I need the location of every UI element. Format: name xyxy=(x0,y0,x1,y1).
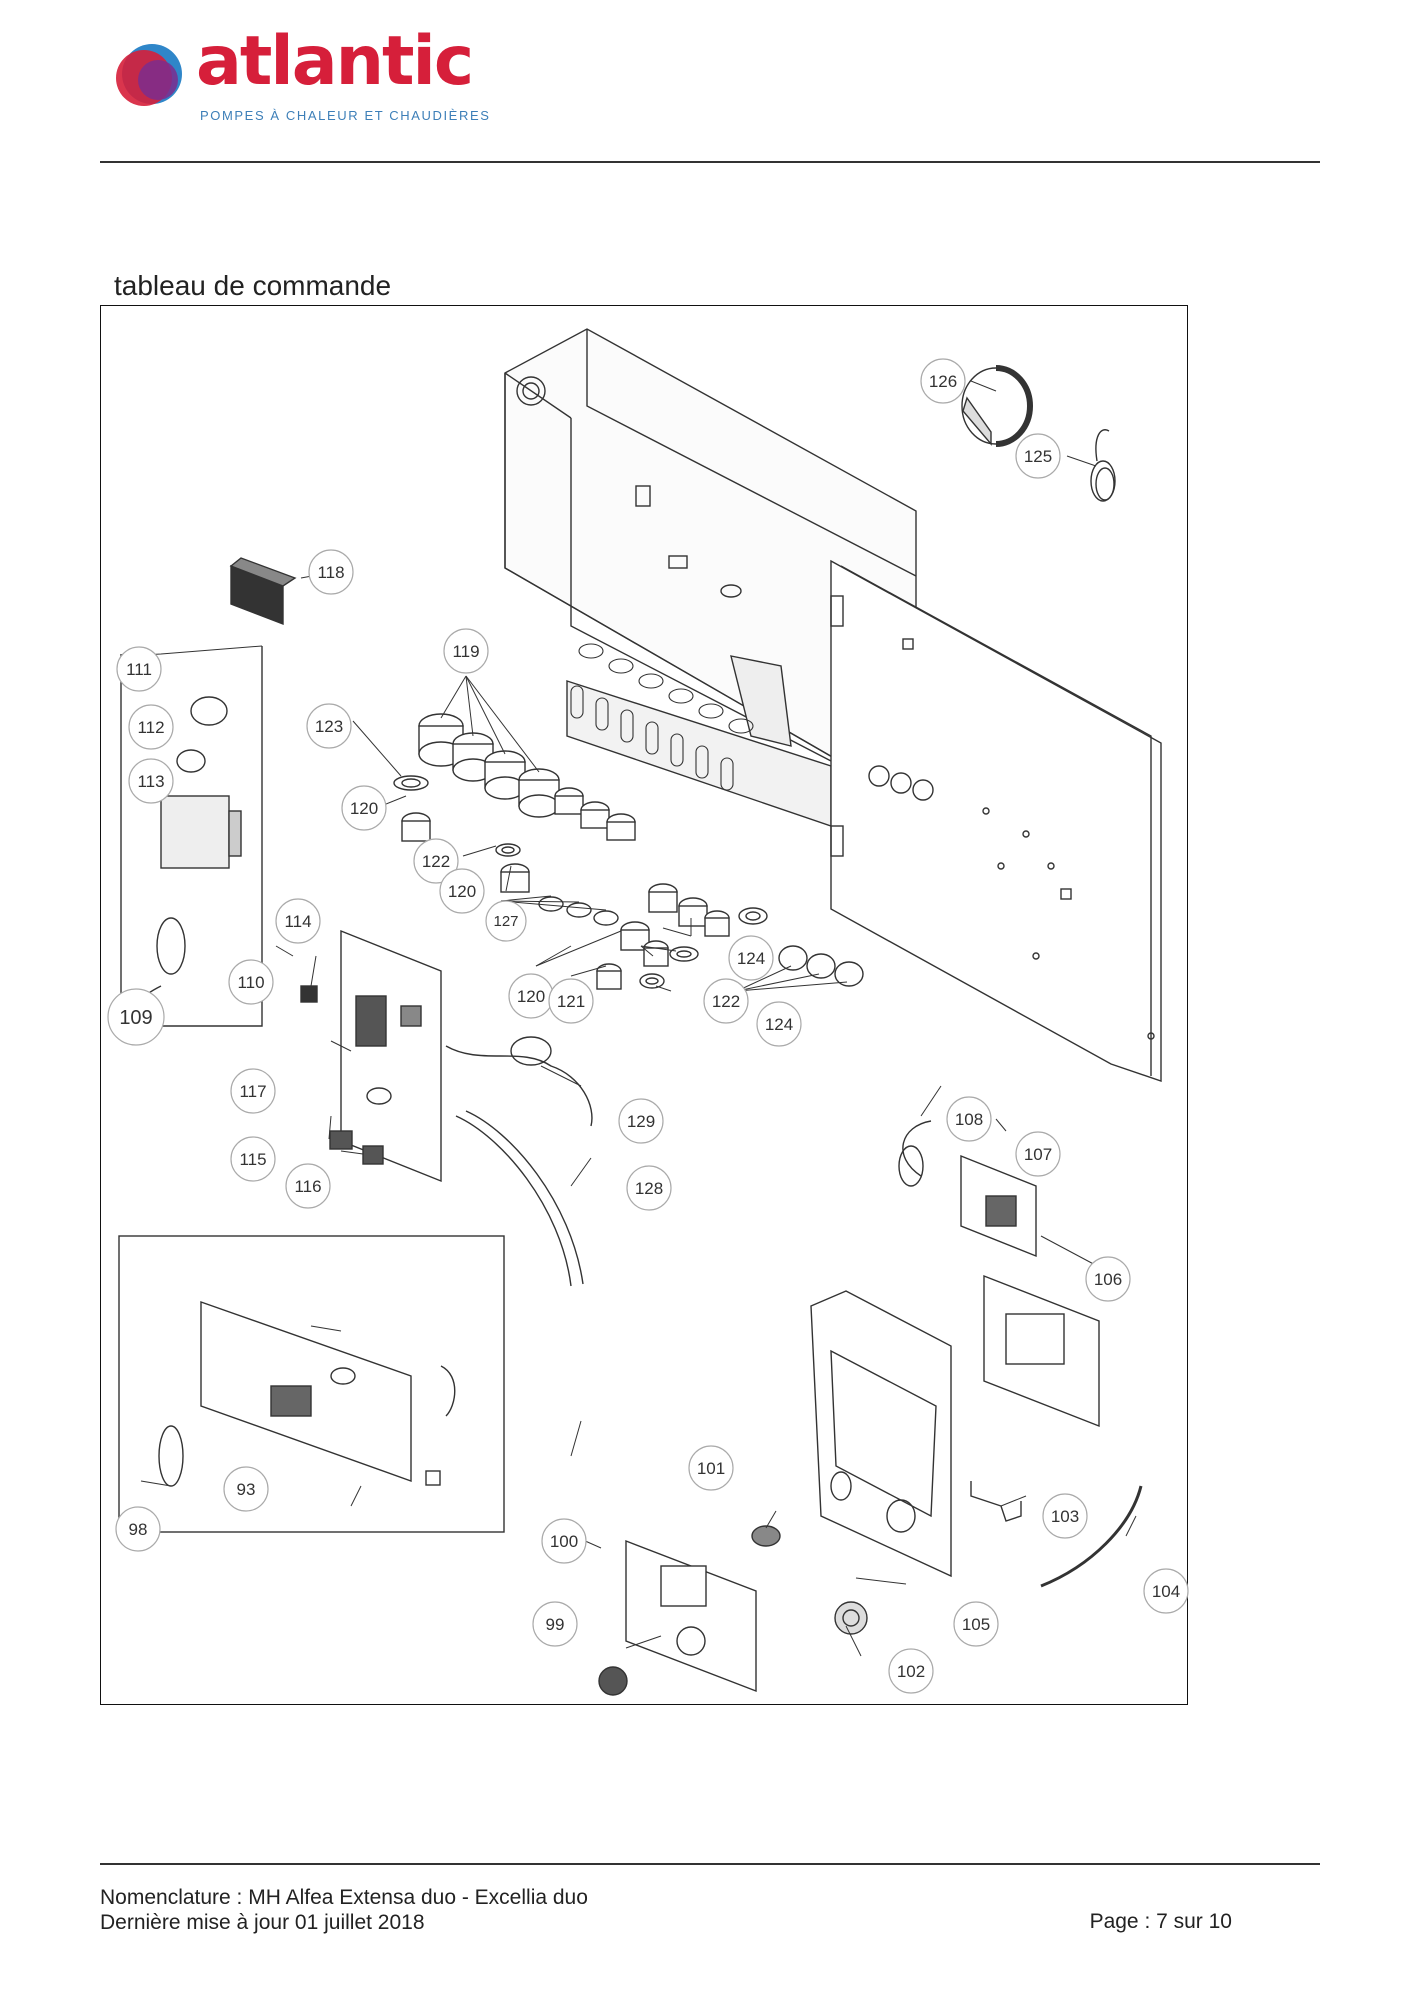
callout: 119 xyxy=(452,642,479,661)
callout: 103 xyxy=(1051,1507,1079,1526)
part-100-control-panel xyxy=(625,1539,757,1693)
part-106-display-module xyxy=(983,1274,1100,1428)
callout: 106 xyxy=(1094,1270,1122,1289)
part-118-terminal xyxy=(229,557,297,626)
footer-divider xyxy=(100,1863,1320,1865)
callout-numbers: 126 125 118 119 111 112 123 113 120 122 … xyxy=(119,372,1180,1681)
section-title: tableau de commande xyxy=(114,270,392,301)
inset-109 xyxy=(120,645,263,1027)
control-box-door xyxy=(830,559,1162,1082)
callout: 112 xyxy=(137,718,164,737)
callout: 98 xyxy=(129,1520,148,1539)
part-99-knob xyxy=(598,1666,628,1696)
parts-diagram-frame: 126 125 118 119 111 112 123 113 120 122 … xyxy=(100,305,1189,1705)
callout: 100 xyxy=(550,1532,578,1551)
callout: 123 xyxy=(315,717,343,736)
callout: 107 xyxy=(1024,1145,1052,1164)
callout: 105 xyxy=(962,1615,990,1634)
callout: 99 xyxy=(546,1615,565,1634)
callout: 113 xyxy=(137,772,164,791)
footer-nomenclature: Nomenclature : MH Alfea Extensa duo - Ex… xyxy=(100,1886,588,1909)
callout: 101 xyxy=(697,1459,725,1478)
callout: 102 xyxy=(897,1662,925,1681)
callout: 109 xyxy=(119,1007,152,1029)
callout: 127 xyxy=(493,913,518,930)
callout: 111 xyxy=(126,660,152,679)
exploded-parts-diagram xyxy=(107,328,1189,1696)
wiring-harnesses xyxy=(445,1036,593,1287)
callout: 110 xyxy=(237,973,264,992)
footer-last-update: Dernière mise à jour 01 juillet 2018 xyxy=(100,1911,425,1934)
callout: 108 xyxy=(955,1110,983,1129)
callout: 128 xyxy=(635,1179,663,1198)
logo-icon xyxy=(116,44,182,106)
callout: 124 xyxy=(765,1015,793,1034)
callout: 120 xyxy=(448,882,476,901)
part-104-cable xyxy=(1040,1485,1143,1588)
page-number: Page : 7 sur 10 xyxy=(1089,1910,1232,1933)
callout: 104 xyxy=(1152,1582,1180,1601)
part-102-knob xyxy=(834,1601,868,1635)
part-126-cap xyxy=(961,365,1033,447)
callout: 125 xyxy=(1024,447,1052,466)
callout: 93 xyxy=(237,1480,256,1499)
part-105-front-frame xyxy=(810,1290,952,1578)
callout: 122 xyxy=(712,992,740,1011)
cable-glands xyxy=(393,713,864,990)
inset-98 xyxy=(118,1235,505,1533)
callout: 117 xyxy=(239,1082,266,1101)
callout: 122 xyxy=(422,852,450,871)
brand-name: atlantic xyxy=(196,22,474,101)
part-125-sensor xyxy=(1090,429,1116,502)
callout: 121 xyxy=(557,992,585,1011)
callout: 115 xyxy=(239,1150,266,1169)
control-box-body xyxy=(504,328,917,827)
callout: 124 xyxy=(737,949,765,968)
brand-tagline: POMPES À CHALEUR ET CHAUDIÈRES xyxy=(200,108,491,123)
callout-bubbles xyxy=(107,358,1189,1694)
callout: 120 xyxy=(350,799,378,818)
part-101-switch xyxy=(751,1525,781,1547)
brand-logo: atlantic POMPES À CHALEUR ET CHAUDIÈRES xyxy=(108,28,491,136)
callout: 126 xyxy=(929,372,957,391)
part-117-pcb xyxy=(300,929,442,1183)
callout: 114 xyxy=(284,912,311,931)
callout: 120 xyxy=(517,987,545,1006)
part-103-bracket xyxy=(970,1481,1022,1522)
callout: 118 xyxy=(317,563,344,582)
header-divider xyxy=(100,161,1320,163)
leader-lines xyxy=(140,380,1137,1657)
callout: 129 xyxy=(627,1112,655,1131)
callout: 116 xyxy=(294,1177,321,1196)
part-107-board xyxy=(898,1120,1037,1258)
